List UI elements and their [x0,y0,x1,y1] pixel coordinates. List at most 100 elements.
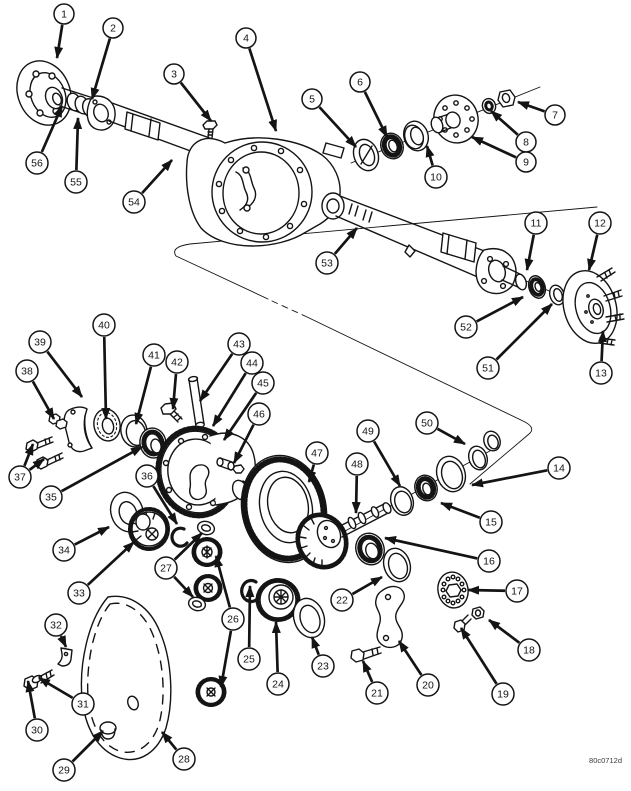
callout-2: 2 [90,17,124,100]
callout-17-number: 17 [511,586,523,598]
callout-45-number: 45 [257,378,269,390]
callout-19: 19 [459,627,515,706]
callout-38: 38 [15,359,56,420]
callout-2-circle [102,17,124,39]
callout-32: 32 [44,613,68,648]
callout-53-number: 53 [321,258,333,270]
callout-10: 10 [424,145,448,189]
callout-28-circle [172,747,196,771]
callout-48-arrow [351,475,361,514]
callout-37-arrow [28,457,45,471]
callout-21: 21 [361,660,389,705]
callout-16-circle [477,549,501,573]
callout-43: 43 [198,332,251,402]
callout-26-arrow [214,555,232,608]
callout-54-circle [122,190,146,214]
callout-34-number: 34 [58,545,70,557]
callout-24: 24 [266,621,290,696]
callout-4-number: 4 [243,33,249,45]
callout-24-arrow [271,621,281,673]
callout-9-arrow [471,135,517,159]
callout-2-arrow [90,38,112,100]
callout-14-arrow [471,468,548,488]
callout-42-arrow [169,373,179,410]
callout-50: 50 [415,411,466,446]
axle-shaft-and-flange [16,60,116,131]
callout-35: 35 [39,445,143,509]
callout-20-circle [416,673,440,697]
callout-11-circle [524,211,548,235]
callout-56-circle [25,151,49,175]
callout-46-arrow [232,424,255,464]
callout-56-arrow [40,105,64,153]
callout-11-number: 11 [531,218,542,230]
callout-51: 51 [476,303,553,380]
callout-42: 42 [165,350,189,410]
callout-54-number: 54 [128,197,140,209]
callout-14-number: 14 [553,463,565,475]
callout-5-number: 5 [309,94,315,106]
callout-18: 18 [488,618,541,662]
callout-52-number: 52 [460,322,472,334]
callout-5-circle [301,88,323,110]
callout-40-number: 40 [98,320,110,332]
callout-34-circle [52,538,76,562]
callout-50-arrow [436,427,466,446]
callout-12-number: 12 [594,218,606,230]
callout-15: 15 [440,501,503,534]
callout-33-number: 33 [73,588,85,600]
callout-20-arrow [397,640,423,676]
callout-4-circle [235,27,257,49]
callout-49-circle [356,419,380,443]
callout-13: 13 [589,330,613,385]
callout-39: 39 [28,330,84,398]
callout-35-arrow [60,445,143,493]
callout-31-number: 31 [77,699,89,711]
callout-17-arrow [467,585,506,595]
callout-7-number: 7 [552,110,558,122]
callout-42-circle [165,350,189,374]
callout-41-number: 41 [148,350,160,362]
callout-23-arrow [310,636,321,656]
callout-40-arrow [101,336,111,420]
callout-32-arrow [57,635,68,648]
callout-45-circle [251,371,275,395]
callout-27-number: 27 [160,563,172,575]
callout-47-circle [305,441,329,465]
callout-11: 11 [524,211,548,271]
callout-42-number: 42 [171,357,183,369]
callout-38-arrow [31,380,56,420]
callout-51-circle [476,356,500,380]
callout-41-circle [142,343,166,367]
callout-48-circle [345,452,369,476]
callout-53: 53 [315,227,359,275]
callout-45: 45 [222,371,275,441]
callout-38-circle [15,359,39,383]
callout-36-circle [135,464,159,488]
callout-29: 29 [52,730,104,782]
callout-27-circle [154,556,178,580]
callout-5-arrow [318,106,357,148]
callout-21-arrow [361,660,374,683]
callout-6: 6 [349,71,389,138]
callout-26-arrow [218,630,233,688]
callout-15-circle [479,510,503,534]
outer-pinion-parts [352,89,516,172]
callout-43-circle [227,332,251,356]
callout-19-circle [491,682,515,706]
callout-4-arrow [248,48,278,132]
callout-52-arrow [475,295,524,323]
axle-housing [108,102,528,295]
callout-12-arrow [587,234,599,271]
callout-55: 55 [64,117,88,194]
callout-22-number: 22 [336,595,348,607]
callout-45-arrow [222,392,258,441]
rear-hub-parts [527,267,625,346]
callout-20-number: 20 [422,680,434,692]
callout-37-arrow [23,443,35,467]
callout-55-number: 55 [70,177,82,189]
callout-3-number: 3 [171,69,177,81]
callout-29-number: 29 [58,765,70,777]
callout-44-circle [240,351,264,375]
callout-46-number: 46 [253,409,265,421]
